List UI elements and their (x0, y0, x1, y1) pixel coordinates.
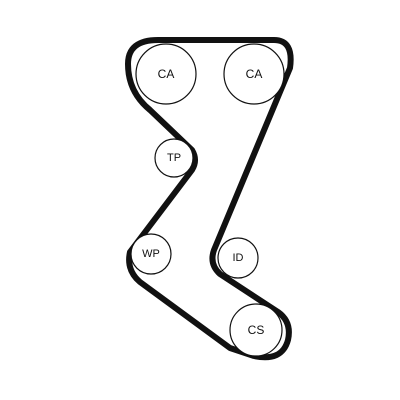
idler-label: ID (233, 252, 244, 264)
idler-pulley: ID (217, 237, 259, 279)
camshaft-left-label: CA (158, 67, 175, 81)
tensioner-pulley: TP (154, 138, 194, 178)
camshaft-right-label: CA (246, 67, 263, 81)
camshaft-pulley-left: CA (135, 43, 197, 105)
crankshaft-label: CS (248, 323, 265, 337)
crankshaft-pulley: CS (229, 303, 283, 357)
timing-belt (125, 37, 294, 361)
tensioner-label: TP (167, 152, 181, 164)
water-pump-label: WP (142, 248, 160, 260)
water-pump-pulley: WP (130, 233, 172, 275)
camshaft-pulley-right: CA (223, 43, 285, 105)
